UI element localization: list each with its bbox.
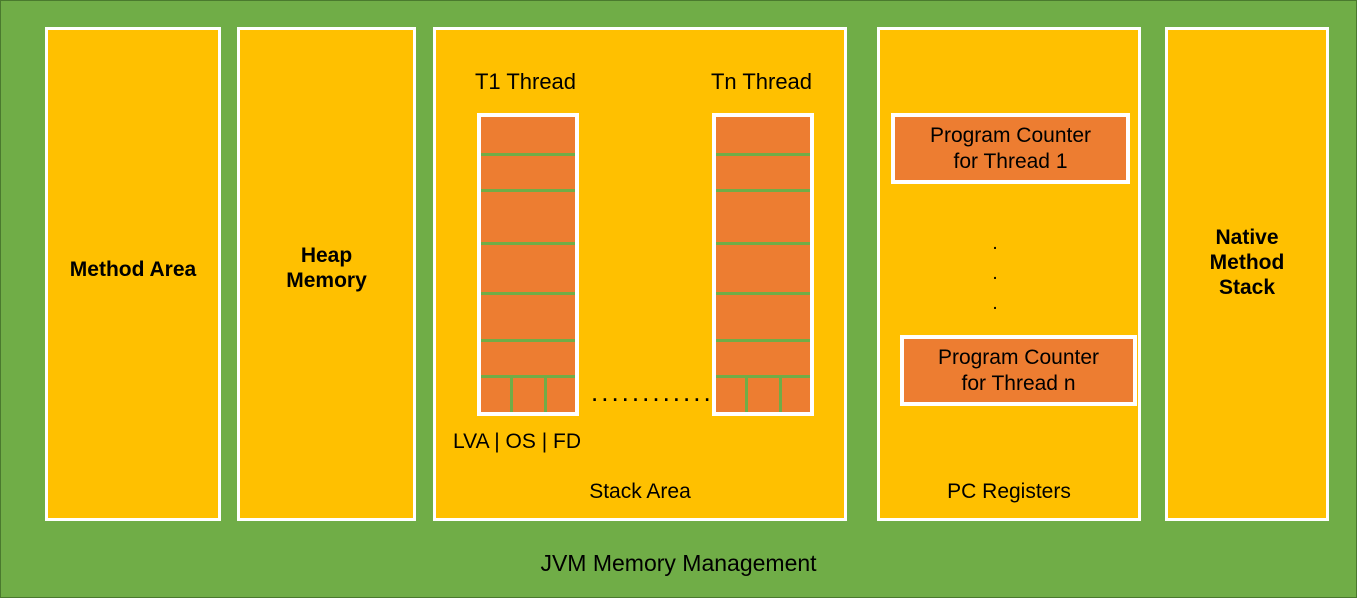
stack-divider [481, 153, 575, 156]
pc-register-thread-1: Program Counter for Thread 1 [891, 113, 1130, 184]
thread-stack-tn-frames [716, 117, 810, 412]
stack-frame-column-divider [745, 375, 748, 412]
stack-frame-column-divider [510, 375, 513, 412]
thread-label-tn: Tn Thread [710, 69, 813, 94]
thread-stack-t1-frames [481, 117, 575, 412]
stack-area-ellipsis: ................ [591, 377, 755, 407]
stack-area-label: Stack Area [589, 480, 691, 503]
stack-frame-column-divider [544, 375, 547, 412]
stack-frame-column-divider [779, 375, 782, 412]
stack-divider [716, 153, 810, 156]
stack-divider [716, 339, 810, 342]
stack-divider [481, 375, 575, 378]
stack-divider [716, 189, 810, 192]
panel-method-area [45, 27, 221, 521]
panel-heap-memory [237, 27, 416, 521]
thread-label-t1: T1 Thread [474, 69, 577, 94]
method-area-label: Method Area [69, 258, 197, 281]
native-method-stack-label: Native Method Stack [1209, 226, 1285, 299]
stack-divider [716, 292, 810, 295]
diagram-footer-title: JVM Memory Management [540, 550, 817, 576]
stack-frame-legend: LVA | OS | FD [453, 430, 581, 453]
thread-stack-t1 [477, 113, 579, 416]
stack-divider [481, 189, 575, 192]
pc-registers-vertical-ellipsis: . . . [992, 233, 998, 314]
thread-stack-tn [712, 113, 814, 416]
stack-divider [716, 242, 810, 245]
stack-divider [716, 375, 810, 378]
pc-registers-label: PC Registers [947, 480, 1071, 503]
stack-divider [481, 292, 575, 295]
heap-memory-label: Heap Memory [286, 244, 367, 292]
pc-register-thread-n: Program Counter for Thread n [900, 335, 1137, 406]
stack-divider [481, 242, 575, 245]
panel-pc-registers [877, 27, 1141, 521]
panel-native-method-stack [1165, 27, 1329, 521]
stack-divider [481, 339, 575, 342]
